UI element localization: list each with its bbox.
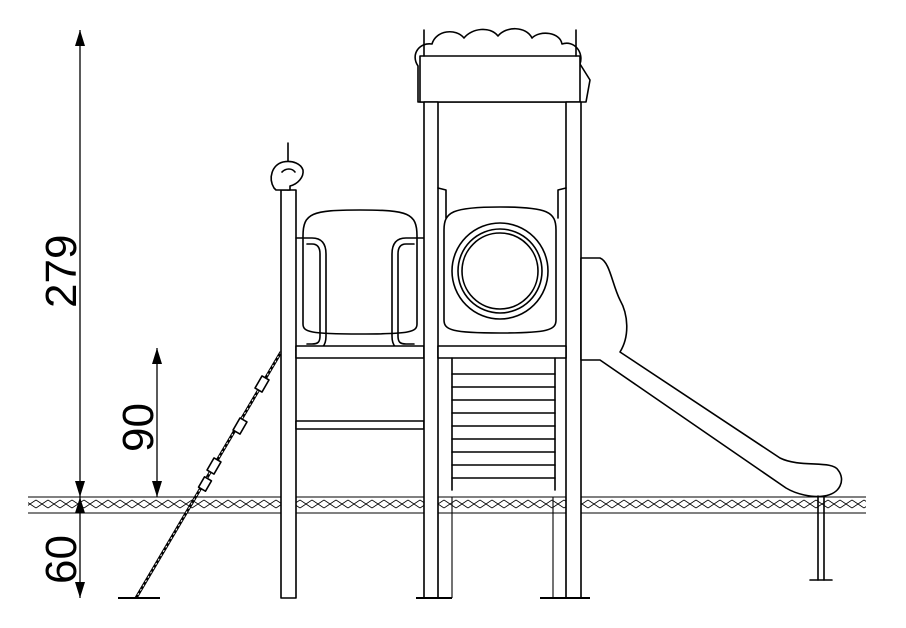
tower [414,27,591,599]
platform-height-label: 90 [114,403,163,452]
dimension-foundation-depth: 60 [37,497,86,598]
total-height-label: 279 [37,235,86,308]
left-post [270,142,304,599]
ladder [451,373,556,479]
dimension-platform-height: 90 [114,348,163,497]
slide [580,257,843,581]
porthole-window [461,232,539,310]
bird-finial-icon [270,160,304,191]
left-side-panel [295,209,425,430]
foundation-depth-label: 60 [37,535,86,584]
climbing-rope [118,351,283,599]
ground-section [28,496,866,514]
dimension-total-height: 279 [37,30,86,497]
